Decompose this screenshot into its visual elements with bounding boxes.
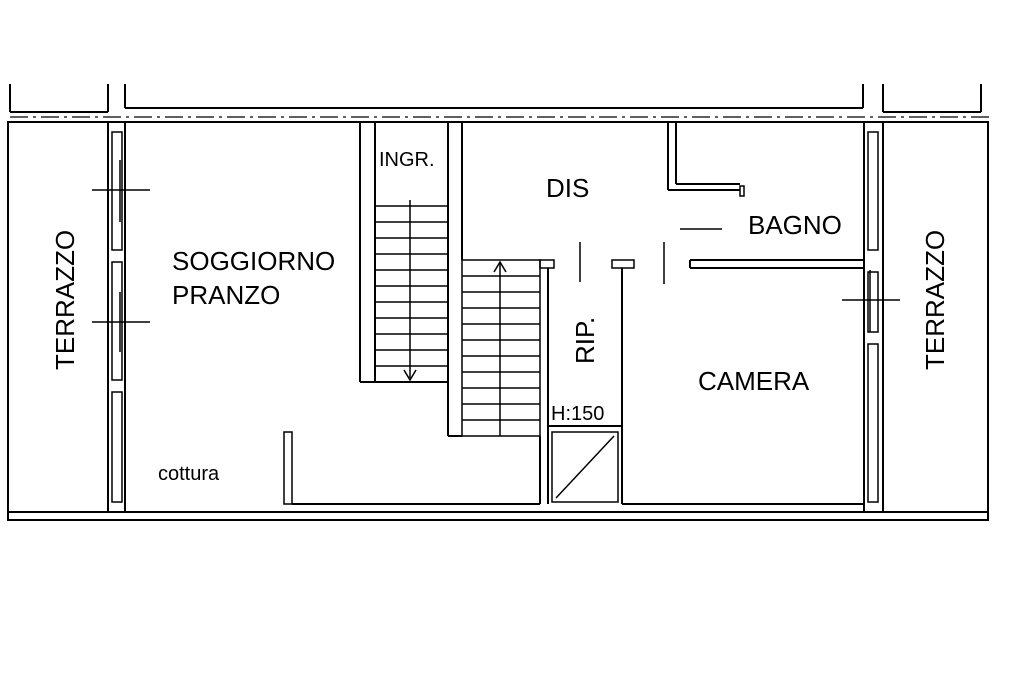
label-ingresso: INGR. xyxy=(379,149,435,171)
label-ripostiglio: RIP. xyxy=(570,317,600,364)
outer-walls xyxy=(7,121,989,521)
label-dis: DIS xyxy=(546,173,589,203)
terrace-left xyxy=(92,122,150,512)
label-terrazzo-left: TERRAZZO xyxy=(50,230,80,370)
label-cottura: cottura xyxy=(158,463,220,485)
label-bagno: BAGNO xyxy=(748,210,842,240)
label-terrazzo-right: TERRAZZO xyxy=(920,230,950,370)
label-camera: CAMERA xyxy=(698,366,810,396)
top-parapet xyxy=(9,84,990,118)
label-altezza: H:150 xyxy=(551,403,604,425)
bathroom-walls xyxy=(622,121,864,505)
inner-stair xyxy=(447,121,665,504)
terrace-right xyxy=(842,122,900,512)
storage-room xyxy=(539,242,635,504)
label-pranzo: PRANZO xyxy=(172,280,280,310)
living-walls xyxy=(125,121,540,505)
label-soggiorno: SOGGIORNO xyxy=(172,246,335,276)
